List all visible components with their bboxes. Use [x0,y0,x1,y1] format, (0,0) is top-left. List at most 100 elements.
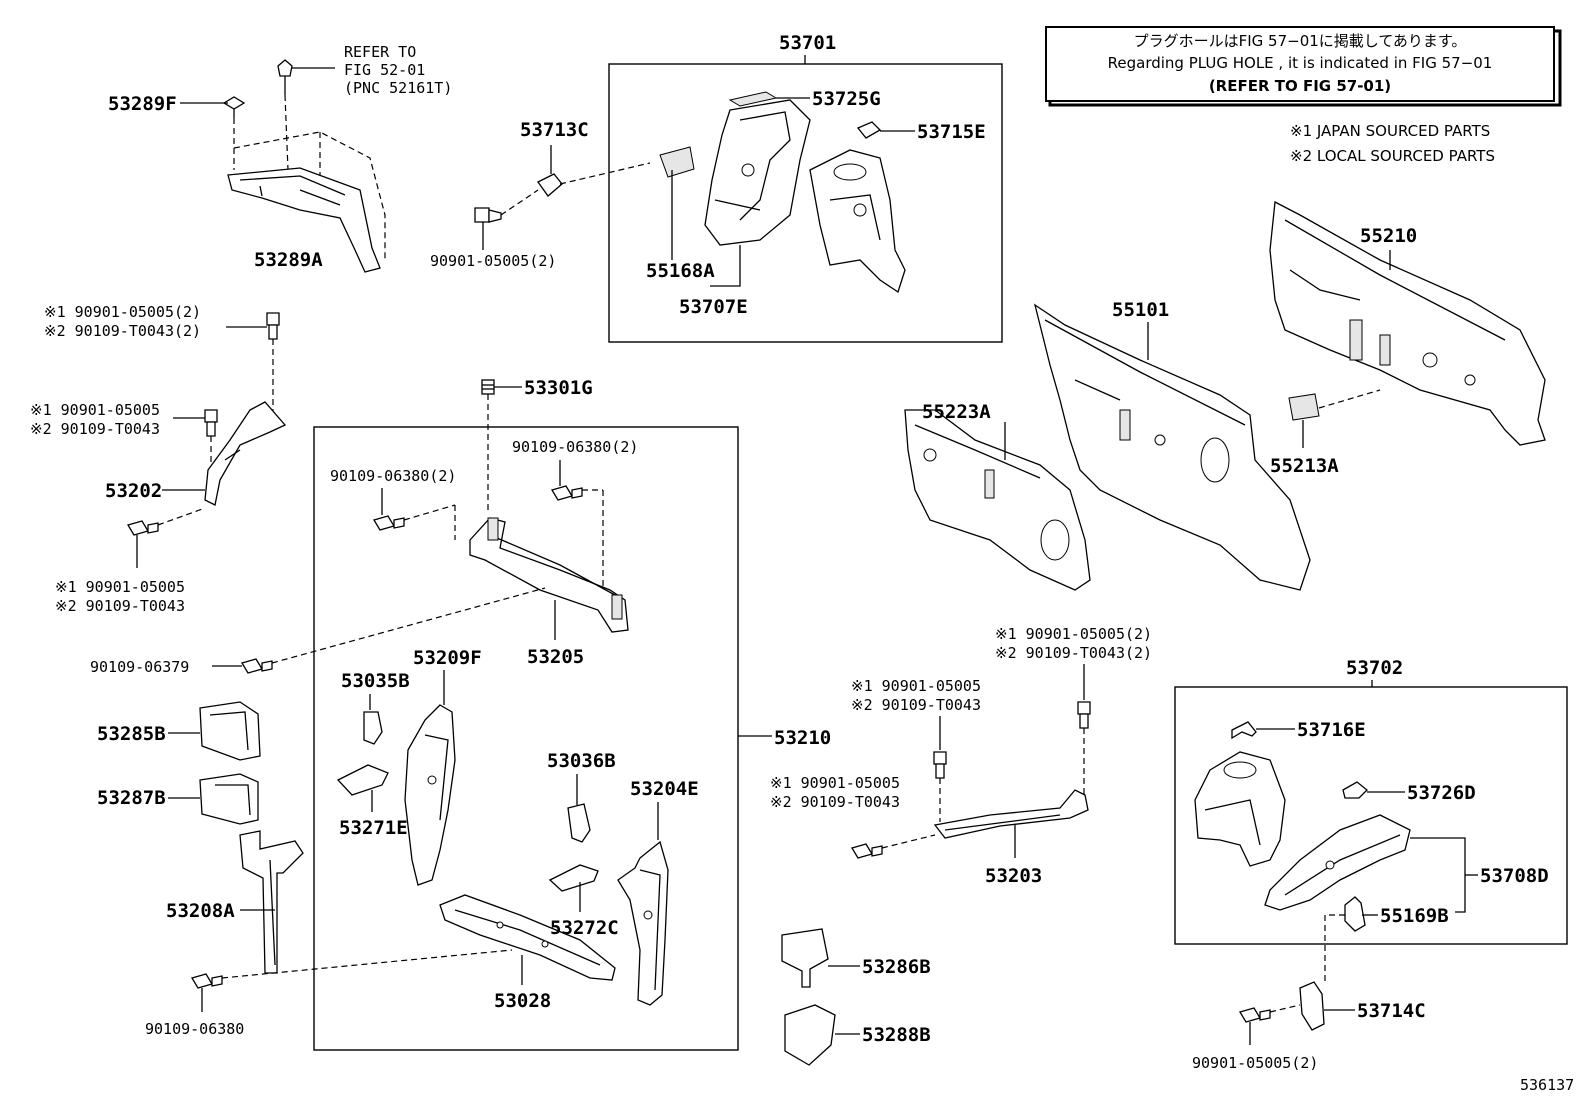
part-53271e [336,764,389,796]
label-53209f: 53209F [413,647,482,669]
part-53288b [784,1004,860,1066]
bolt-90109-06379 [212,587,546,674]
label-bolt-b2-1: ※1 90901-05005 [30,401,160,419]
label-53701: 53701 [779,32,836,54]
part-53289a-bracket [227,131,386,273]
label-bolt-b5-1: ※1 90901-05005 [851,677,981,695]
part-53714c [1299,981,1355,1031]
part-53028-lower-support [439,894,616,981]
part-53289f-clip [222,96,246,170]
label-53271e: 53271E [339,817,408,839]
label-bolt-b1-1: ※1 90901-05005(2) [44,303,201,321]
label-90901-05005-2-b: 90901-05005(2) [1192,1054,1318,1072]
part-strut-tower-l [1194,751,1286,867]
label-55223a: 55223A [922,401,991,423]
label-53035b: 53035B [341,670,410,692]
part-53286b [781,928,860,988]
note-refer: (REFER TO FIG 57-01) [1209,77,1391,95]
bolt-lower-left [127,507,206,568]
label-53715e: 53715E [917,121,986,143]
part-53208a [239,830,304,974]
note-line-en: Regarding PLUG HOLE , it is indicated in… [1108,54,1493,72]
bolt-53203-left [851,834,936,859]
group-box-53701 [608,63,1003,343]
bolt-mid-left [173,409,218,470]
label-55213a: 55213A [1270,455,1339,477]
label-bolt-b6-2: ※2 90109-T0043 [770,793,900,811]
bolt-53203-mid [933,751,947,822]
legend-local: ※2 LOCAL SOURCED PARTS [1290,147,1495,165]
part-53209f-side-support [404,704,456,886]
part-53726d [1342,781,1405,799]
part-53035b [363,711,383,745]
part-53285b [168,701,261,761]
bolt-90109-06380 [191,949,513,1012]
label-53287b: 53287B [97,787,166,809]
label-53036b: 53036B [547,750,616,772]
label-bolt-b4-1: ※1 90901-05005(2) [995,625,1152,643]
label-53210: 53210 [774,727,831,749]
label-53202: 53202 [105,480,162,502]
label-bolt-b4-2: ※2 90109-T0043(2) [995,644,1152,662]
figure-number: 536137 [1520,1076,1574,1094]
part-53715e [856,121,915,139]
group-box-53210 [313,426,739,1051]
part-refer-clip [277,59,293,171]
refer-line3: (PNC 52161T) [344,79,452,97]
label-53272c: 53272C [550,917,619,939]
label-bolt-b3-2: ※2 90109-T0043 [55,597,185,615]
label-53702: 53702 [1346,657,1403,679]
part-53205-support [469,517,629,633]
label-55101: 55101 [1112,299,1169,321]
label-53285b: 53285B [97,723,166,745]
part-55101-dash-panel [1033,303,1311,591]
label-53203: 53203 [985,865,1042,887]
bolt-53205-left [373,504,456,540]
part-53708d-apron-l [1264,814,1411,911]
part-55210-dash-panel [1269,200,1546,446]
label-53208a: 53208A [166,900,235,922]
label-90901-05005-2-a: 90901-05005(2) [430,252,556,270]
label-53708d: 53708D [1480,865,1549,887]
label-53205: 53205 [527,646,584,668]
part-53203-brace [933,789,1089,839]
label-55210: 55210 [1360,225,1417,247]
label-53289f: 53289F [108,93,177,115]
label-53725g: 53725G [812,88,881,110]
part-55213a [1288,389,1381,421]
label-55169b: 55169B [1380,905,1449,927]
part-53202-bracket [204,401,287,506]
label-53301g: 53301G [524,377,593,399]
label-53288b: 53288B [862,1024,931,1046]
label-90109-06380-2-b: 90109-06380(2) [512,438,638,456]
plug-hole-note: プラグホールはFIG 57−01に掲載してあります。 Regarding PLU… [1045,26,1562,107]
label-53028: 53028 [494,990,551,1012]
label-bolt-b3-1: ※1 90901-05005 [55,578,185,596]
bolt-53203-top [1077,701,1091,798]
label-53716e: 53716E [1297,719,1366,741]
label-53289a: 53289A [254,249,323,271]
label-53713c: 53713C [520,119,589,141]
refer-line2: FIG 52-01 [344,61,425,79]
label-53714c: 53714C [1357,1000,1426,1022]
legend-japan: ※1 JAPAN SOURCED PARTS [1290,122,1490,140]
part-53707e-apron [704,99,811,246]
label-53204e: 53204E [630,778,699,800]
part-55223a-insulator [904,409,1091,591]
group-box-53702 [1174,686,1568,945]
part-strut-tower-r [809,149,906,294]
label-90109-06380: 90109-06380 [145,1020,244,1038]
part-53716e [1231,721,1295,740]
part-53036b [567,803,591,843]
label-53726d: 53726D [1407,782,1476,804]
bolt-90901-05005-2-b [1239,1004,1301,1045]
label-90109-06379: 90109-06379 [90,658,189,676]
label-53707e: 53707E [679,296,748,318]
label-55168a: 55168A [646,260,715,282]
note-line-jp: プラグホールはFIG 57−01に掲載してあります。 [1134,32,1467,50]
part-53725g [728,91,810,107]
part-53287b [168,773,259,825]
part-53204e-side-support [617,840,669,1006]
label-90109-06380-2-a: 90109-06380(2) [330,467,456,485]
